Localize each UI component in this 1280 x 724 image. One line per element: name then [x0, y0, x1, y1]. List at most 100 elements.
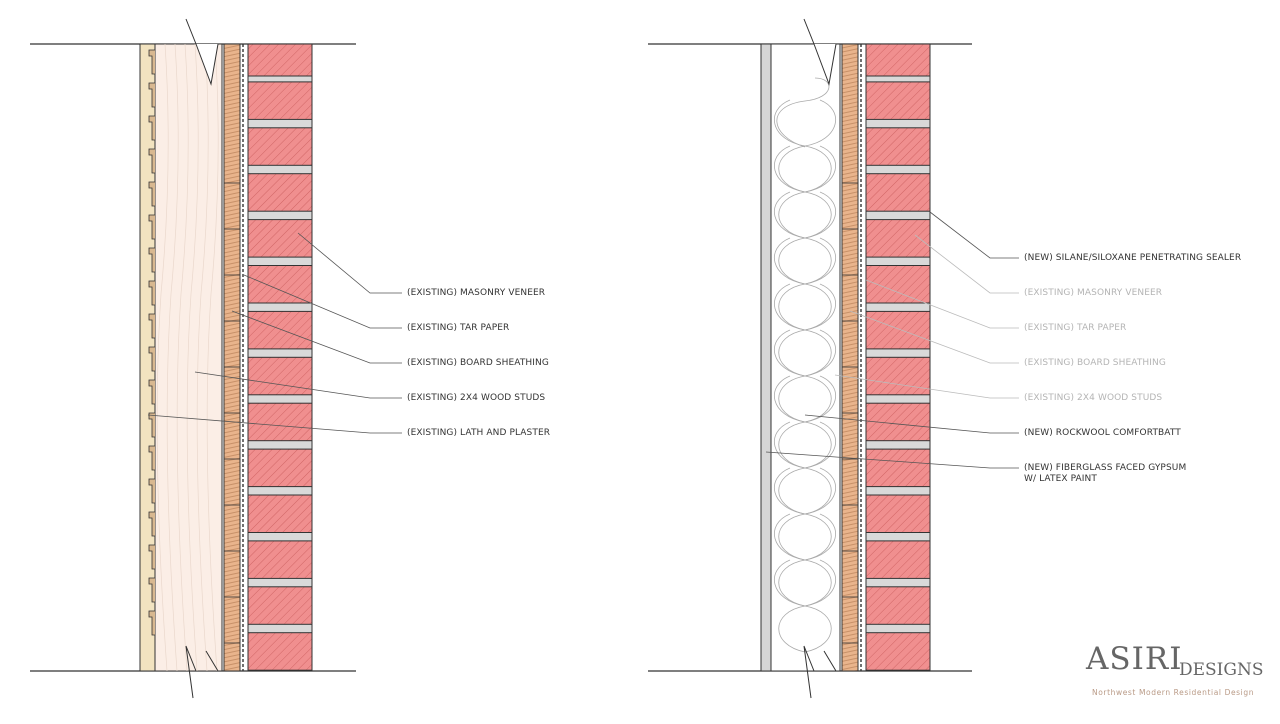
leader-gypsum [765, 451, 1019, 469]
callout-board-sheathing: (EXISTING) BOARD SHEATHING [407, 358, 549, 368]
callout-sealer: (NEW) SILANE/SILOXANE PENETRATING SEALER [1024, 253, 1242, 263]
wood-grain [196, 43, 209, 672]
brick [865, 632, 931, 671]
callout-masonry-veneer: (EXISTING) MASONRY VENEER [407, 288, 546, 298]
brick [247, 448, 313, 488]
leader-studs [194, 371, 402, 399]
brick [865, 494, 931, 533]
brick [247, 632, 313, 671]
lath-strip [148, 313, 155, 339]
lath-strip [148, 544, 155, 570]
brick [865, 219, 931, 258]
insulation-loop [774, 559, 832, 653]
break-symbol-bottom [803, 645, 837, 699]
leader-sealer [929, 211, 1019, 259]
callout-masonry-veneer: (EXISTING) MASONRY VENEER [1024, 288, 1163, 298]
brick [865, 127, 931, 166]
brick [865, 356, 931, 396]
logo-name: ASIRI [1086, 641, 1183, 677]
callout-gypsum: (NEW) FIBERGLASS FACED GYPSUM [1024, 463, 1187, 473]
lath-strip [148, 148, 155, 174]
wood-grain [206, 43, 219, 672]
existing-wall-section [30, 18, 356, 699]
callout-board-sheathing: (EXISTING) BOARD SHEATHING [1024, 358, 1166, 368]
break-symbol-bottom [185, 645, 219, 699]
wood-grain [156, 43, 169, 672]
callout-gypsum-line2: W/ LATEX PAINT [1024, 474, 1097, 484]
insulation-loop [774, 145, 832, 239]
leader-plaster [147, 414, 402, 434]
leader-studs [834, 374, 1019, 399]
lath-strip [148, 181, 155, 207]
logo-tagline: Northwest Modern Residential Design [1092, 688, 1255, 697]
brick [865, 448, 931, 488]
brick [247, 402, 313, 442]
brick [247, 356, 313, 396]
wood-grain [176, 43, 189, 672]
insulation-loop [774, 375, 832, 469]
board-sheathing [841, 43, 859, 672]
retrofit-wall-section [648, 18, 972, 699]
leader-masonry [297, 232, 402, 294]
brick [865, 540, 931, 579]
lath-strip [148, 346, 155, 372]
leader-lines [147, 211, 1019, 469]
brick [247, 127, 313, 166]
brick [865, 173, 931, 212]
rockwool-cavity [770, 43, 841, 672]
brick [247, 43, 313, 77]
brick [247, 173, 313, 212]
lath-strip [148, 82, 155, 108]
company-logo: ASIRI DESIGNS Northwest Modern Residenti… [1086, 642, 1266, 700]
insulation-loop [774, 237, 832, 331]
leader-sheathing [231, 310, 402, 364]
insulation-loop [774, 513, 832, 607]
leader-tar-paper [243, 274, 402, 329]
leader-masonry [914, 234, 1019, 294]
break-symbol-top [803, 18, 837, 86]
insulation-loop [774, 329, 832, 423]
brick [865, 81, 931, 120]
callout-wood-studs: (EXISTING) 2X4 WOOD STUDS [1024, 393, 1163, 403]
lath-strip [148, 247, 155, 273]
insulation-loop [776, 77, 830, 148]
board-sheathing [223, 43, 241, 672]
callout-tar-paper: (EXISTING) TAR PAPER [1024, 323, 1127, 333]
insulation-loop [774, 99, 832, 193]
brick [865, 43, 931, 77]
lath-strip [148, 379, 155, 405]
insulation-loop [774, 421, 832, 515]
lath-strip [148, 115, 155, 141]
lath-strip [148, 478, 155, 504]
leader-tar-paper [865, 279, 1019, 329]
brick [865, 310, 931, 350]
insulation-loop [774, 191, 832, 285]
brick [247, 540, 313, 579]
leader-rockwool [804, 414, 1019, 434]
lath-strip [148, 511, 155, 537]
brick [247, 81, 313, 120]
wood-grain [186, 43, 199, 672]
callout-wood-studs: (EXISTING) 2X4 WOOD STUDS [407, 393, 546, 403]
insulation-loop [774, 283, 832, 377]
lath-strip [148, 445, 155, 471]
brick [247, 219, 313, 258]
logo-suffix: DESIGNS [1179, 660, 1264, 680]
lath-strip [148, 280, 155, 306]
lath-strip [148, 610, 155, 636]
lath-strip [148, 577, 155, 603]
insulation-loop [774, 467, 832, 561]
brick [247, 310, 313, 350]
fiberglass-faced-gypsum [760, 43, 772, 672]
brick [865, 586, 931, 625]
callout-lath-plaster: (EXISTING) LATH AND PLASTER [407, 428, 551, 438]
callout-rockwool: (NEW) ROCKWOOL COMFORTBATT [1024, 428, 1181, 438]
lath-strip [148, 214, 155, 240]
lath-strip [148, 412, 155, 438]
callout-tar-paper: (EXISTING) TAR PAPER [407, 323, 510, 333]
wood-grain [166, 43, 179, 672]
brick [865, 265, 931, 304]
brick [247, 586, 313, 625]
